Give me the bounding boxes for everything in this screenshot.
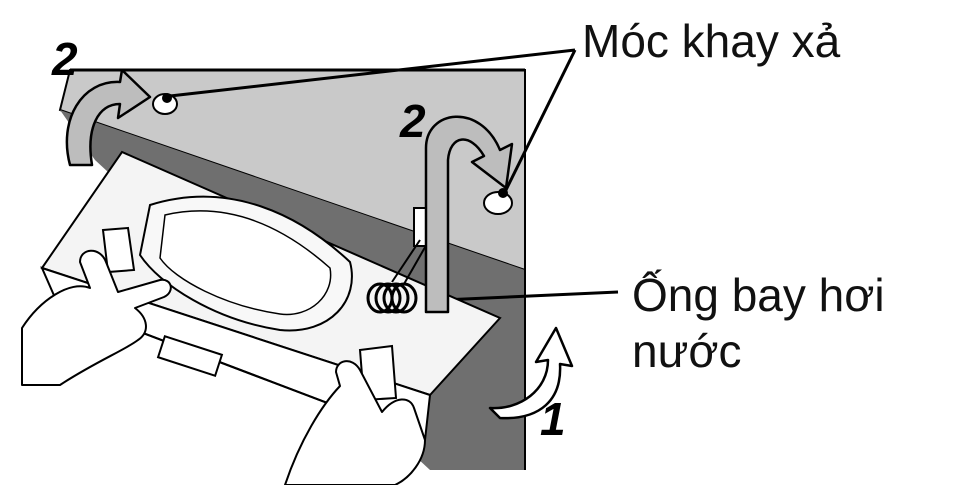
arrow-step-1 (488, 326, 574, 420)
step-number-1: 1 (540, 393, 566, 445)
tray-clip-left (101, 226, 136, 274)
label-steam-pipe-line2: nước (632, 325, 742, 377)
hand-right (284, 360, 426, 485)
hand-left (21, 249, 172, 386)
arrow-step-2-right (424, 115, 514, 314)
label-drain-tray-hook: Móc khay xả (582, 15, 841, 67)
hook-hole-left (152, 93, 178, 115)
step-number-2-left: 2 (52, 33, 78, 85)
step-number-2-right: 2 (400, 95, 426, 147)
arrow-step-2-left (65, 68, 152, 167)
label-steam-pipe-line1: Ống bay hơi (632, 269, 885, 321)
